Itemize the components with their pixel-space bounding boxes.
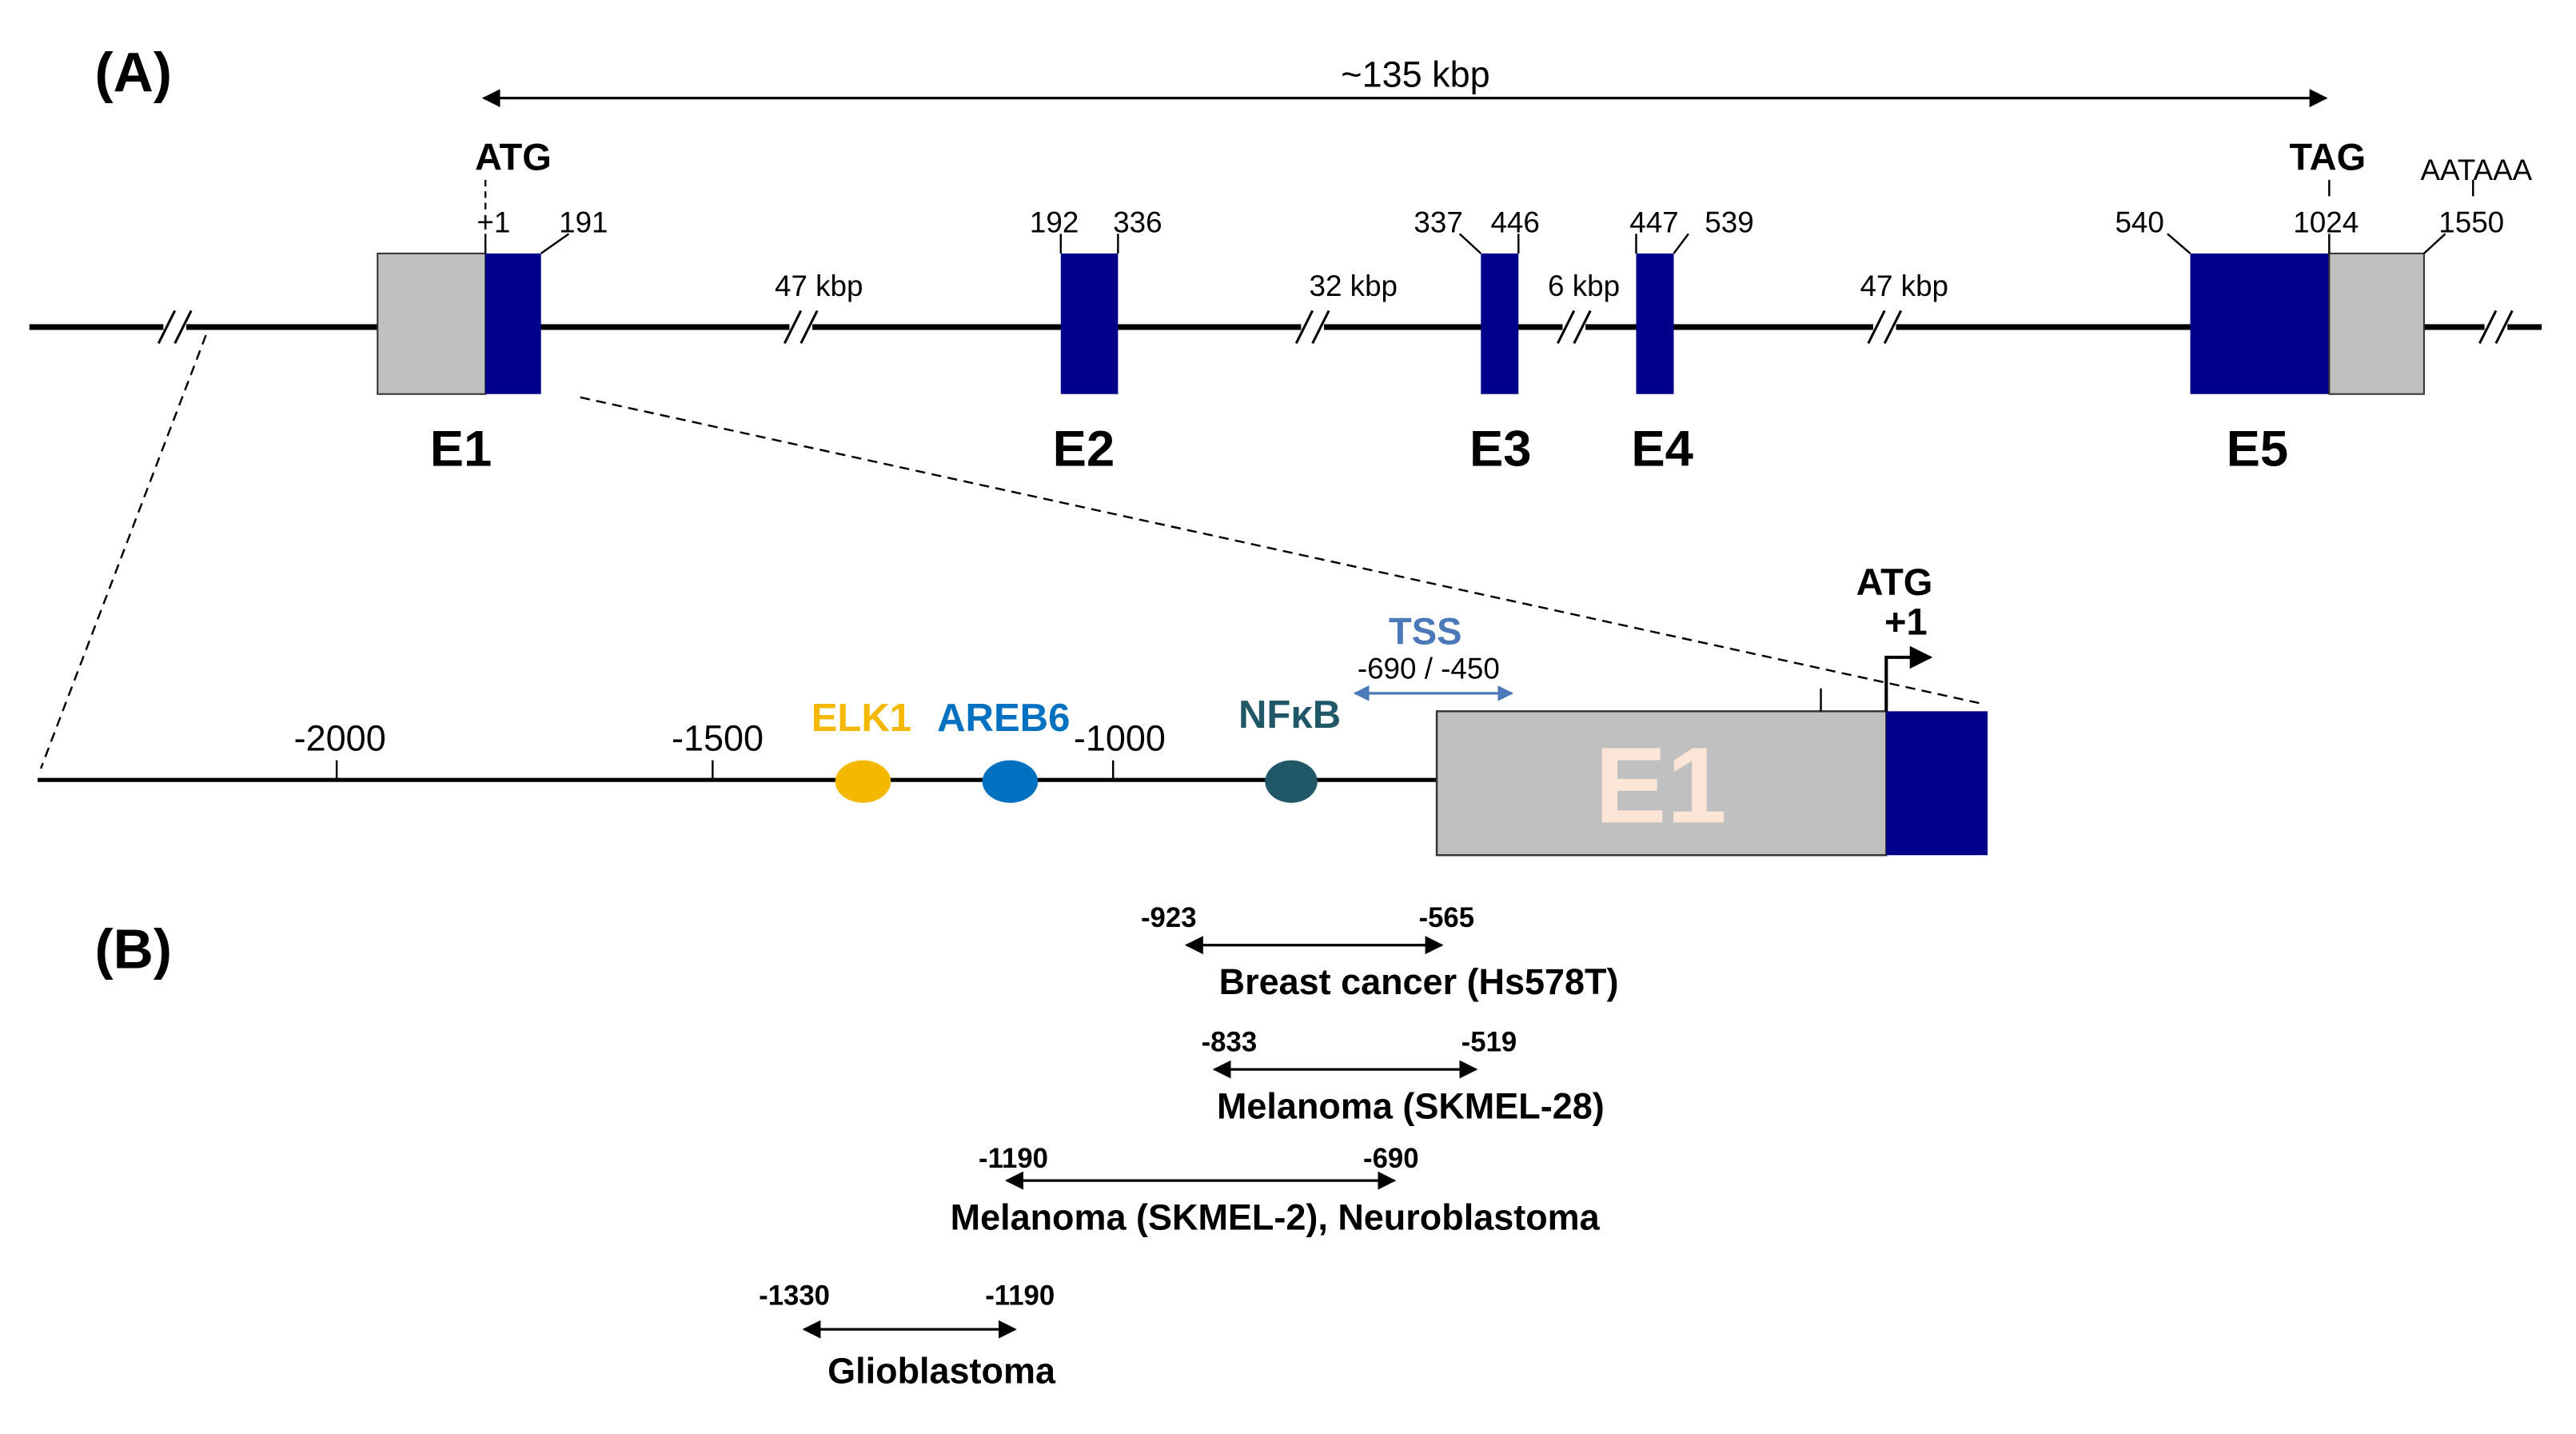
range-glioblastoma: -1330 -1190 Glioblastoma (759, 1280, 1056, 1391)
range-end: -1190 (985, 1280, 1055, 1311)
intron-3-size: 6 kbp (1548, 270, 1620, 302)
elk1-site (835, 760, 891, 803)
tss-label: TSS (1389, 610, 1461, 653)
pos-plus1: +1 (477, 206, 510, 238)
pos-337: 337 (1414, 206, 1462, 238)
range-melanoma-skmel2-neuroblastoma: -1190 -690 Melanoma (SKMEL-2), Neuroblas… (951, 1144, 1601, 1238)
intron-2-size: 32 kbp (1310, 270, 1398, 302)
zoom-line-left (39, 334, 207, 769)
intron-1-size: 47 kbp (775, 270, 863, 302)
exon-label-e2: E2 (1053, 421, 1115, 477)
pos-191: 191 (559, 206, 608, 238)
elk1-label: ELK1 (811, 697, 911, 740)
range-start: -1330 (759, 1280, 830, 1311)
range-start: -923 (1141, 903, 1197, 933)
pos-539: 539 (1705, 206, 1753, 238)
position-leaders (484, 179, 2474, 254)
e3-box (1481, 253, 1519, 394)
tag-label: TAG (2289, 136, 2366, 178)
range-start: -1190 (979, 1144, 1048, 1174)
range-start: -833 (1202, 1028, 1258, 1058)
polya-label: AATAAA (2420, 154, 2532, 186)
tick-label-1500: -1500 (672, 717, 764, 758)
pos-192: 192 (1030, 206, 1079, 238)
areb6-label: AREB6 (937, 697, 1070, 740)
e5-utr-box (2328, 252, 2425, 395)
range-end: -690 (1363, 1144, 1419, 1174)
range-melanoma-skmel28: -833 -519 Melanoma (SKMEL-28) (1202, 1028, 1605, 1127)
span-label: ~135 kbp (1341, 54, 1489, 94)
exon-label-e1: E1 (430, 421, 492, 477)
nfkb-site (1265, 760, 1318, 803)
pos-447: 447 (1629, 206, 1678, 238)
promoter-atg-label: ATG (1856, 561, 1933, 603)
break-marks (157, 310, 2514, 345)
range-end: -565 (1419, 903, 1475, 933)
exon-label-e5: E5 (2227, 421, 2288, 477)
atg-label: ATG (475, 136, 552, 178)
panel-a-label: (A) (95, 41, 172, 103)
tss-range-label: -690 / -450 (1358, 652, 1500, 685)
pos-1024: 1024 (2293, 206, 2359, 238)
pos-540: 540 (2115, 206, 2163, 238)
e1-zoom-coding-box (1886, 711, 1988, 856)
range-label: Glioblastoma (827, 1351, 1056, 1392)
e1-zoom-label: E1 (1595, 725, 1727, 845)
intron-4-size: 47 kbp (1860, 270, 1948, 302)
exon-label-e4: E4 (1631, 421, 1693, 477)
tick-label-2000: -2000 (294, 717, 386, 758)
pos-1550: 1550 (2438, 206, 2504, 238)
tick-label-1000: -1000 (1074, 717, 1166, 758)
e4-box (1636, 253, 1674, 394)
promoter-atg-position: +1 (1884, 600, 1928, 642)
pos-336: 336 (1113, 206, 1162, 238)
range-label: Melanoma (SKMEL-2), Neuroblastoma (951, 1196, 1601, 1237)
e1-utr-box (377, 252, 487, 395)
exon-label-e3: E3 (1469, 421, 1532, 477)
range-label: Melanoma (SKMEL-28) (1217, 1085, 1605, 1126)
nfkb-label: NFκB (1238, 693, 1341, 737)
atg-start-arrow (1884, 645, 1933, 712)
e5-coding-box (2190, 253, 2330, 394)
zoom-line-right (580, 396, 1980, 705)
pos-446: 446 (1490, 206, 1539, 238)
range-breast-cancer: -923 -565 Breast cancer (Hs578T) (1141, 903, 1619, 1002)
e2-box (1060, 253, 1119, 394)
areb6-site (982, 760, 1039, 803)
e1-zoom-utr-box (1435, 710, 1888, 857)
range-label: Breast cancer (Hs578T) (1219, 961, 1619, 1002)
range-end: -519 (1461, 1028, 1517, 1058)
panel-b-label: (B) (95, 917, 172, 980)
e1-coding-box (485, 253, 541, 394)
